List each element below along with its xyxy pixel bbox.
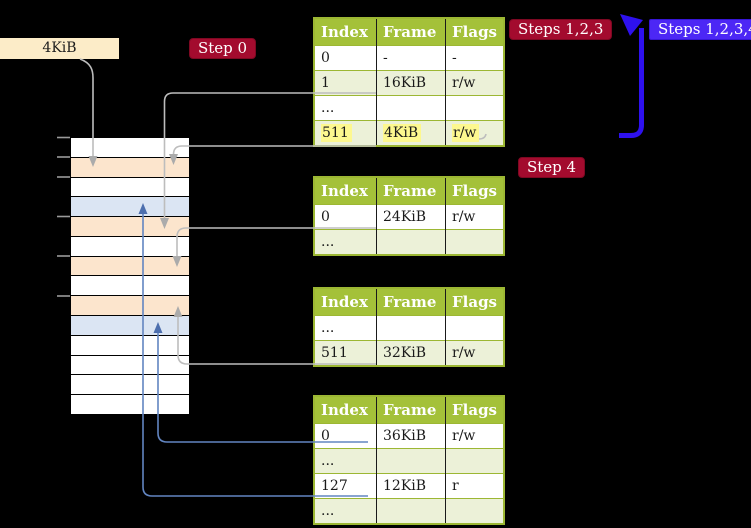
table-cell: 511 — [314, 340, 377, 366]
root-table-address-label: 4KiB — [0, 38, 119, 59]
memory-frame-free — [71, 354, 189, 375]
memory-frame-mapped — [71, 315, 189, 335]
table-cell: 1 — [314, 70, 377, 96]
column-header-flags: Flags — [445, 288, 504, 316]
steps123-badge: Steps 1,2,3 — [509, 19, 613, 40]
arrow-table1-row511-to-4kib-frame — [169, 145, 376, 165]
recursive-loop-arrow — [619, 14, 644, 138]
table-cell — [445, 498, 504, 524]
table-cell: - — [376, 45, 446, 71]
root-table-address-text: 4KiB — [42, 40, 77, 56]
memory-frame-free — [71, 394, 189, 414]
table-cell: ... — [314, 95, 377, 121]
table-cell: - — [445, 45, 504, 71]
table-cell: 4KiB — [376, 120, 446, 146]
highlighted-cell-text: 511 — [321, 124, 352, 142]
step4-badge: Step 4 — [518, 157, 586, 178]
table-row: 0-- — [314, 45, 504, 71]
table-row: 511 4KiB r/w — [314, 120, 504, 146]
column-header-frame: Frame — [376, 396, 446, 424]
table-cell: 0 — [314, 45, 377, 71]
table-row: ... — [314, 95, 504, 121]
table-cell — [445, 95, 504, 121]
table-cell: r/w — [445, 340, 504, 366]
table-cell: 511 — [314, 120, 377, 146]
memory-frame-table — [71, 295, 189, 316]
memory-frame-free — [71, 275, 189, 296]
column-header-index: Index — [314, 396, 377, 424]
table-cell — [376, 229, 446, 255]
table-cell: ... — [314, 315, 377, 341]
table-cell: r/w — [445, 204, 504, 230]
column-header-index: Index — [314, 177, 377, 205]
table-cell: 32KiB — [376, 340, 446, 366]
table-cell — [376, 95, 446, 121]
table-cell: r/w — [445, 423, 504, 449]
step0-badge: Step 0 — [189, 38, 257, 59]
table-cell: 16KiB — [376, 70, 446, 96]
memory-frame-table — [71, 216, 189, 236]
column-header-flags: Flags — [445, 18, 504, 46]
address-tick-marks — [57, 136, 70, 297]
column-header-index: Index — [314, 288, 377, 316]
table-row: ... — [314, 229, 504, 255]
column-header-frame: Frame — [376, 177, 446, 205]
memory-frame-free — [71, 374, 189, 395]
highlighted-cell-text: r/w — [452, 124, 480, 142]
table-cell: r — [445, 473, 504, 499]
physical-memory-column — [70, 137, 190, 415]
memory-frame-table — [71, 255, 189, 276]
highlighted-cell-text: 4KiB — [383, 124, 422, 142]
table-cell: ... — [314, 229, 377, 255]
table-cell — [445, 315, 504, 341]
column-header-flags: Flags — [445, 396, 504, 424]
table-cell: r/w — [445, 120, 504, 146]
table-cell: 0 — [314, 423, 377, 449]
memory-frame-mapped — [71, 196, 189, 217]
table-row: ... — [314, 448, 504, 474]
table-cell: r/w — [445, 70, 504, 96]
table-cell: 12KiB — [376, 473, 446, 499]
table-cell: 36KiB — [376, 423, 446, 449]
column-header-flags: Flags — [445, 177, 504, 205]
table-cell — [445, 229, 504, 255]
table-cell — [445, 448, 504, 474]
table-cell: ... — [314, 498, 377, 524]
column-header-index: Index — [314, 18, 377, 46]
table-cell: 127 — [314, 473, 377, 499]
memory-frame-free — [71, 138, 189, 157]
memory-frame-free — [71, 176, 189, 197]
table-row: ... — [314, 315, 504, 341]
memory-frame-table — [71, 156, 189, 177]
table-cell — [376, 448, 446, 474]
table-cell: 24KiB — [376, 204, 446, 230]
column-header-frame: Frame — [376, 288, 446, 316]
table-cell — [376, 498, 446, 524]
table-row: ... — [314, 498, 504, 524]
memory-frame-free — [71, 235, 189, 256]
table-cell: 0 — [314, 204, 377, 230]
table-cell: ... — [314, 448, 377, 474]
steps1234-badge: Steps 1,2,3,4 — [649, 19, 751, 40]
memory-frame-free — [71, 334, 189, 355]
table-cell — [376, 315, 446, 341]
column-header-frame: Frame — [376, 18, 446, 46]
